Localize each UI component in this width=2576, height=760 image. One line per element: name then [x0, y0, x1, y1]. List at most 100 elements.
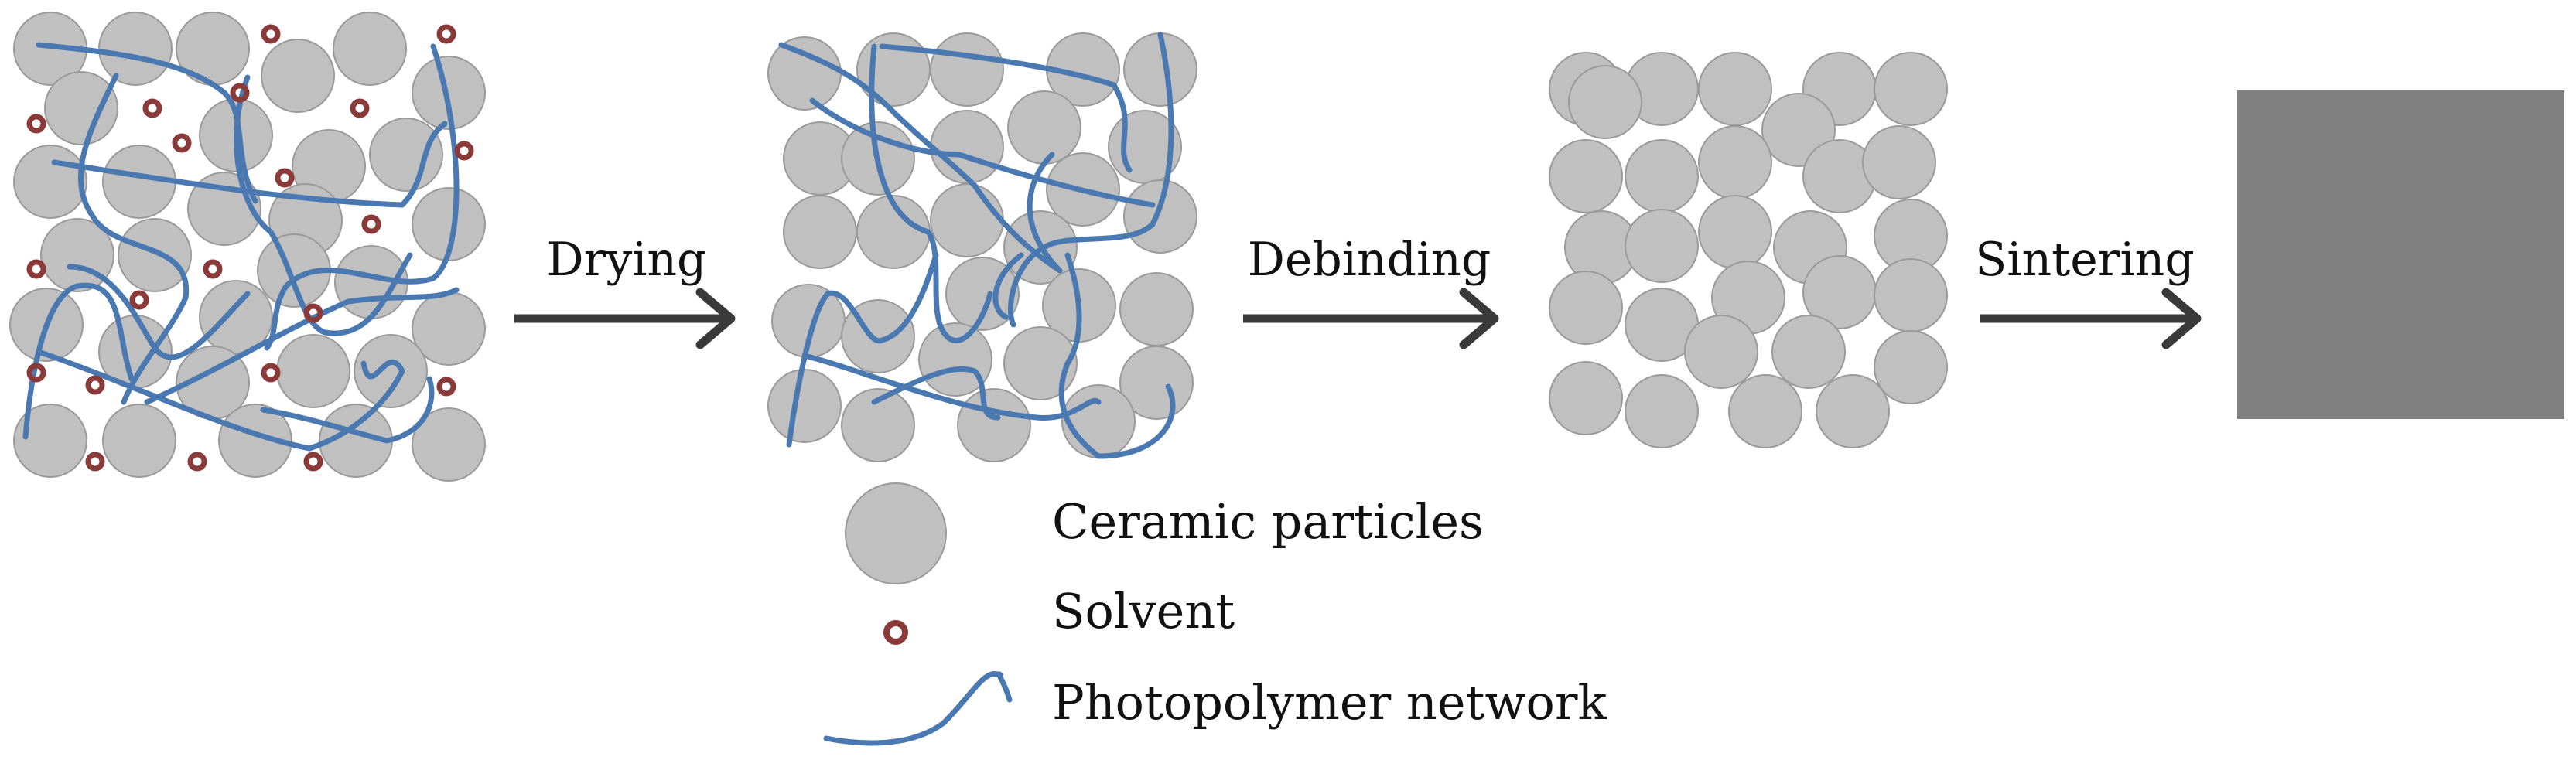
ceramic-particle: [333, 12, 407, 86]
solvent-droplet: [436, 377, 456, 397]
ceramic-particle-icon: [845, 482, 947, 584]
ceramic-particle: [1874, 258, 1948, 332]
stage-debinded-particles: [1549, 52, 1948, 448]
ceramic-particle: [1698, 125, 1772, 199]
ceramic-particle: [1549, 139, 1623, 213]
ceramic-particle: [118, 218, 192, 292]
polymer-strand: [778, 42, 1063, 274]
ceramic-particle: [856, 32, 931, 107]
step-label-sintering: Sintering: [1975, 233, 2194, 287]
solvent-droplet: [129, 290, 149, 310]
ceramic-particle: [957, 388, 1031, 462]
polymer-strand: [144, 287, 460, 405]
ceramic-particle: [369, 118, 443, 192]
ceramic-particle: [1698, 195, 1772, 269]
ceramic-particle: [218, 404, 292, 478]
solvent-droplet: [26, 259, 46, 279]
solvent-droplet: [203, 259, 223, 279]
polymer-strand-icon: [823, 671, 1013, 746]
ceramic-particle: [767, 369, 842, 443]
polymer-strand: [992, 252, 1024, 320]
ceramic-particle: [1119, 272, 1194, 346]
legend: Ceramic particles Solvent Photopolymer n…: [823, 482, 1607, 746]
ceramic-particle: [1549, 361, 1623, 435]
arrowhead: [695, 288, 736, 349]
polymer-strand: [234, 74, 413, 336]
arrow-debinding: Debinding: [1243, 233, 1499, 349]
ceramic-particle: [412, 187, 486, 261]
ceramic-particle: [1698, 52, 1772, 126]
ceramic-particle: [1123, 179, 1197, 254]
ceramic-particle: [1728, 374, 1802, 448]
stage-dried-particles: [767, 32, 1197, 462]
solvent-droplet: [230, 83, 250, 103]
sintered-block: [2237, 90, 2564, 419]
ceramic-particle: [918, 322, 992, 397]
solvent-droplet: [85, 375, 105, 395]
arrow-drying: Drying: [514, 233, 736, 349]
stage-dried-network: [778, 32, 1176, 459]
ceramic-particle: [1771, 315, 1846, 389]
ceramic-particle: [783, 195, 857, 269]
ceramic-particle: [1003, 326, 1078, 400]
stage-slurry-particles: [9, 12, 486, 482]
ceramic-particle: [1874, 52, 1948, 126]
polymer-strand: [786, 252, 939, 448]
polymer-strand: [36, 42, 258, 204]
ceramic-particle: [1061, 384, 1136, 458]
polymer-strand: [77, 73, 190, 405]
legend-label-particles: Ceramic particles: [1052, 493, 1484, 550]
polymer-strand: [801, 353, 1102, 421]
ceramic-particle: [1862, 125, 1936, 199]
ceramic-particle: [354, 334, 428, 408]
ceramic-particle: [841, 388, 915, 462]
arrowhead: [1459, 288, 1499, 349]
ceramic-particle: [13, 145, 87, 219]
ceramic-particle: [1549, 271, 1623, 345]
stage-slurry-solvent: [26, 24, 474, 472]
ceramic-particle: [102, 404, 176, 478]
stage-slurry: [9, 12, 486, 482]
solvent-droplet: [26, 363, 46, 383]
stage-slurry-network: [22, 42, 460, 452]
solvent-droplet: [350, 98, 370, 118]
ceramic-particle: [767, 36, 842, 111]
solvent-droplet: [303, 303, 323, 323]
ceramic-particle: [930, 110, 1004, 184]
solvent-droplet: [261, 363, 281, 383]
solvent-droplet: [454, 141, 474, 161]
solvent-droplet: [261, 24, 281, 44]
polymer-strand: [871, 366, 1001, 421]
ceramic-particle: [199, 280, 273, 354]
ceramic-particle: [13, 404, 87, 478]
solvent-droplet: [26, 114, 46, 134]
legend-label-solvent: Solvent: [1052, 583, 1235, 639]
solvent-droplet: [187, 452, 207, 472]
arrowhead: [2161, 288, 2202, 349]
ceramic-particle: [44, 71, 118, 145]
ceramic-particle: [1007, 90, 1081, 165]
ceramic-particle: [1816, 374, 1890, 448]
polymer-strand: [1058, 252, 1176, 459]
solvent-droplet: [172, 133, 192, 153]
ceramic-particle: [1625, 139, 1699, 213]
step-label-debinding: Debinding: [1248, 233, 1491, 287]
solvent-droplet: [436, 24, 456, 44]
ceramic-particle: [98, 12, 173, 86]
ceramic-particle: [930, 183, 1004, 257]
polymer-strand: [809, 97, 1156, 208]
solvent-droplet-icon: [883, 620, 908, 645]
ceramic-particle: [1625, 374, 1699, 448]
stage-debinded: [1549, 52, 1948, 448]
solvent-droplet: [85, 452, 105, 472]
polymer-strand: [36, 349, 405, 452]
polymer-strand: [67, 264, 251, 360]
polymer-strand: [879, 43, 1133, 173]
solvent-droplet: [142, 98, 162, 118]
arrow-sintering: Sintering: [1975, 233, 2202, 349]
ceramic-particle: [1684, 315, 1758, 389]
ceramic-particle: [412, 407, 486, 482]
polymer-strand: [1007, 32, 1174, 328]
